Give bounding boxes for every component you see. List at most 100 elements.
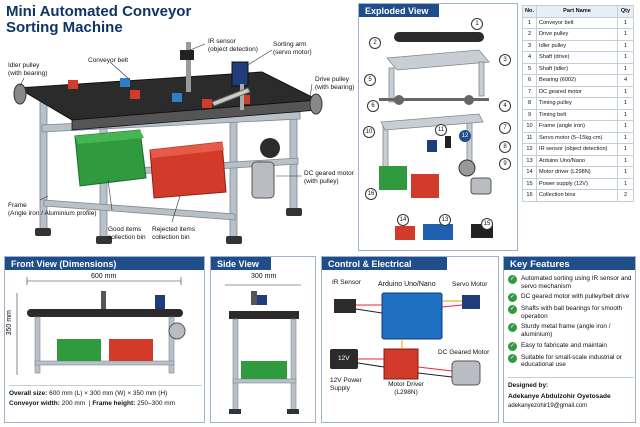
part-qty: 1 bbox=[617, 131, 634, 144]
callout-4: 4 bbox=[499, 100, 511, 112]
header-part-name: Part Name bbox=[536, 5, 618, 18]
part-qty: 1 bbox=[617, 177, 634, 190]
part-qty: 1 bbox=[617, 143, 634, 156]
feature-item: ✓ DC geared motor with pulley/belt drive bbox=[508, 293, 634, 303]
part-name: Frame (angle iron) bbox=[536, 120, 618, 133]
callout-7: 7 bbox=[499, 122, 511, 134]
front-view-specs: Overall size: 600 mm (L) × 300 mm (W) × … bbox=[9, 385, 202, 409]
idler-pulley-title: Idler pulley bbox=[8, 62, 40, 69]
callout-5: 5 bbox=[364, 74, 376, 86]
part-qty: 1 bbox=[617, 16, 634, 29]
feature-text: Easy to fabricate and maintain bbox=[521, 341, 607, 349]
conveyor-width-label: Conveyor width: bbox=[9, 400, 60, 407]
part-qty: 2 bbox=[617, 189, 634, 202]
part-name: Servo motor (5–15kg·cm) bbox=[536, 131, 618, 144]
part-qty: 1 bbox=[617, 85, 634, 98]
part-name: Bearing (6002) bbox=[536, 74, 618, 87]
key-features-panel: Key Features ✓ Automated sorting using IR… bbox=[503, 256, 636, 423]
check-icon: ✓ bbox=[508, 353, 517, 363]
feature-text: DC geared motor with pulley/belt drive bbox=[521, 293, 630, 301]
conveyor-width-row: Conveyor width: 200 mm | Frame height: 2… bbox=[9, 400, 176, 407]
drive-pulley-title: Drive pulley bbox=[315, 76, 349, 83]
part-number: 5 bbox=[521, 62, 538, 75]
check-icon: ✓ bbox=[508, 305, 517, 315]
part-number: 11 bbox=[521, 131, 538, 144]
exploded-view-title: Exploded View bbox=[359, 4, 439, 17]
part-number: 13 bbox=[521, 154, 538, 167]
ir-sensor-label: IR sensor(object detection) bbox=[208, 38, 258, 53]
part-qty: 4 bbox=[617, 74, 634, 87]
frame-subtitle: (Angle iron / Aluminium profile) bbox=[8, 209, 97, 217]
drive-pulley-label: Drive pulley(with bearing) bbox=[315, 76, 354, 91]
check-icon: ✓ bbox=[508, 323, 517, 333]
front-height-dim: 350 mm bbox=[5, 310, 13, 336]
part-qty: 1 bbox=[617, 108, 634, 121]
callout-6: 6 bbox=[367, 100, 379, 112]
callout-11: 11 bbox=[435, 124, 447, 136]
part-name: Drive pulley bbox=[536, 28, 618, 41]
part-name: Timing belt bbox=[536, 108, 618, 121]
feature-text: Sturdy metal frame (angle iron / alumini… bbox=[521, 323, 611, 338]
part-number: 8 bbox=[521, 97, 538, 110]
control-diagram-drawing bbox=[330, 292, 481, 386]
callout-8: 8 bbox=[499, 141, 511, 153]
sorting-arm-title: Sorting arm bbox=[273, 41, 307, 48]
conveyor-width-value: 200 mm bbox=[61, 400, 86, 407]
part-name: Timing pulley bbox=[536, 97, 618, 110]
part-name: Arduino Uno/Nano bbox=[536, 154, 618, 167]
part-name: Collection bins bbox=[536, 189, 618, 202]
dc-motor-subtitle: (with pulley) bbox=[304, 177, 339, 185]
header-no: No. bbox=[521, 5, 538, 18]
page-title: Mini Automated Conveyor Sorting Machine bbox=[6, 3, 192, 36]
good-items-title: Good items bbox=[108, 226, 142, 233]
part-number: 3 bbox=[521, 39, 538, 52]
feature-text: Automated sorting using IR sensor and se… bbox=[521, 275, 632, 290]
check-icon: ✓ bbox=[508, 293, 517, 303]
callout-1: 1 bbox=[471, 18, 483, 30]
part-number: 12 bbox=[521, 143, 538, 156]
side-width-dim: 300 mm bbox=[251, 273, 277, 280]
key-features-title: Key Features bbox=[504, 257, 635, 270]
callout-2: 2 bbox=[369, 37, 381, 49]
part-number: 16 bbox=[521, 189, 538, 202]
part-name: Motor driver (L298N) bbox=[536, 166, 618, 179]
main-illustration bbox=[13, 42, 323, 244]
part-name: IR sensor (object detection) bbox=[536, 143, 618, 156]
part-number: 9 bbox=[521, 108, 538, 121]
part-name: Power supply (12V) bbox=[536, 177, 618, 190]
front-view-title: Front View (Dimensions) bbox=[5, 257, 204, 270]
callout-15: 15 bbox=[481, 218, 493, 230]
part-number: 14 bbox=[521, 166, 538, 179]
servo-diagram-label: Servo Motor bbox=[452, 281, 488, 288]
feature-text: Suitable for small-scale industrial or e… bbox=[521, 353, 622, 369]
part-qty: 1 bbox=[617, 51, 634, 64]
frame-label: Frame(Angle iron / Aluminium profile) bbox=[8, 202, 97, 217]
part-number: 4 bbox=[521, 51, 538, 64]
part-name: Shaft (drive) bbox=[536, 51, 618, 64]
good-items-subtitle: collection bin bbox=[108, 233, 146, 241]
overall-size-row: Overall size: 600 mm (L) × 300 mm (W) × … bbox=[9, 389, 202, 399]
idler-pulley-subtitle: (with bearing) bbox=[8, 69, 48, 77]
feature-item: ✓Shafts with ball bearings for smooth op… bbox=[508, 305, 634, 320]
parts-table-header: No. Part Name Qty bbox=[521, 5, 634, 18]
overall-size-value: 600 mm (L) × 300 mm (W) × 350 mm (H) bbox=[49, 390, 168, 397]
part-name: Conveyor belt bbox=[536, 16, 618, 29]
dc-motor-title: DC geared motor bbox=[304, 170, 354, 177]
callout-9: 9 bbox=[499, 158, 511, 170]
front-width-dim: 600 mm bbox=[91, 273, 117, 280]
rejected-items-title: Rejected items bbox=[152, 226, 195, 233]
part-number: 10 bbox=[521, 120, 538, 133]
sorting-arm-subtitle: (servo motor) bbox=[273, 48, 312, 56]
part-number: 2 bbox=[521, 28, 538, 41]
callout-14: 14 bbox=[397, 214, 409, 226]
part-number: 15 bbox=[521, 177, 538, 190]
